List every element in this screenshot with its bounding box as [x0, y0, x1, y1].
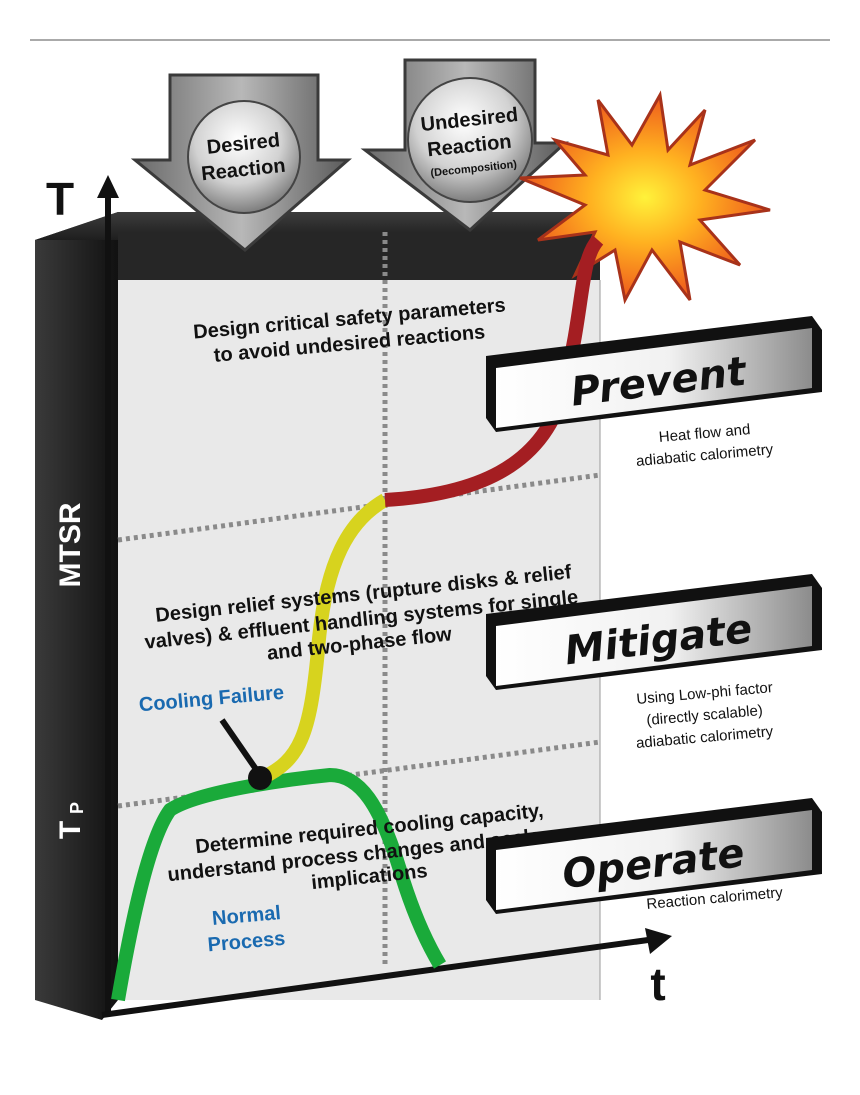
prevent-note-line1: Heat flow and	[658, 421, 751, 446]
x-axis-label: t	[650, 958, 665, 1010]
mtsr-label: MTSR	[54, 502, 87, 587]
prevent-note-line2: adiabatic calorimetry	[635, 441, 774, 470]
svg-text:T: T	[54, 821, 87, 839]
y-axis-arrowhead	[97, 175, 119, 198]
x-axis-arrowhead	[645, 928, 672, 954]
undesired-reaction-arrow: Undesired Reaction (Decomposition)	[365, 60, 565, 230]
tp-subscript: P	[67, 802, 87, 814]
box-top-band	[118, 232, 600, 280]
y-axis-label: T	[46, 173, 74, 225]
cooling-failure-marker	[248, 766, 272, 790]
